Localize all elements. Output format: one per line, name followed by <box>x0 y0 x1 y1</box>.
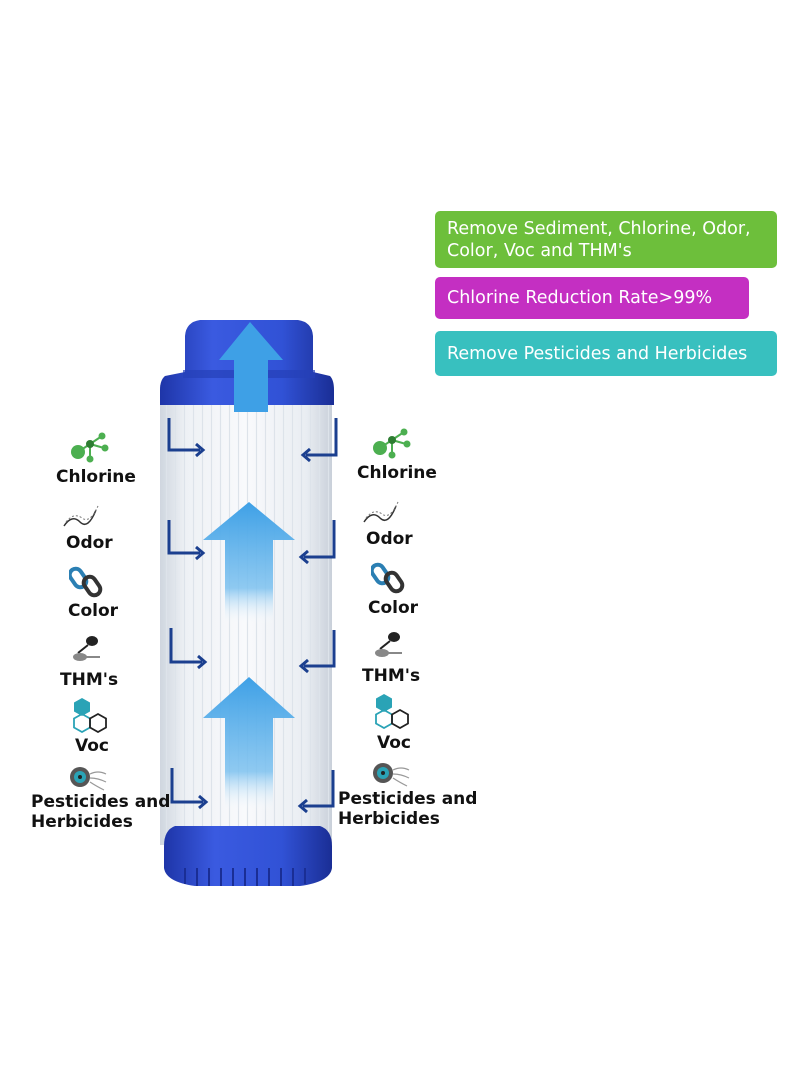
thms-droplet-icon <box>73 636 100 661</box>
badge-remove-sediment: Remove Sediment, Chlorine, Odor, Color, … <box>435 211 777 268</box>
odor-smoke-icon <box>363 501 399 523</box>
label-color-right: Color <box>368 598 419 618</box>
label-chlorine-right: Chlorine <box>357 463 437 483</box>
flow-arrow-top <box>219 322 283 412</box>
pesticide-bug-icon <box>373 763 410 787</box>
color-chain-icon <box>69 566 103 598</box>
label-pesticides-right-1: Pesticides and <box>338 789 478 809</box>
label-pesticides-right-2: Herbicides <box>338 809 440 829</box>
bottom-cap <box>164 826 332 886</box>
label-voc-right: Voc <box>377 733 411 753</box>
badge-remove-pesticides: Remove Pesticides and Herbicides <box>435 331 777 376</box>
flow-arrow-bottom <box>203 677 295 812</box>
label-voc-left: Voc <box>75 736 109 756</box>
thms-droplet-icon <box>375 632 402 657</box>
label-pesticides-left-2: Herbicides <box>31 812 133 832</box>
pesticide-bug-icon <box>70 767 107 791</box>
label-thms-left: THM's <box>60 670 119 690</box>
odor-smoke-icon <box>63 505 99 527</box>
label-odor-left: Odor <box>66 533 113 553</box>
bottom-cap-ridges <box>184 868 306 886</box>
inflow-arrows-right <box>297 418 338 814</box>
flow-arrow-middle <box>203 502 295 625</box>
chlorine-molecule-icon <box>373 428 411 459</box>
label-color-left: Color <box>68 601 119 621</box>
voc-hexagon-icon <box>375 694 409 729</box>
label-chlorine-left: Chlorine <box>56 467 136 487</box>
label-odor-right: Odor <box>366 529 413 549</box>
label-pesticides-left-1: Pesticides and <box>31 792 171 812</box>
color-chain-icon <box>371 562 405 594</box>
label-thms-right: THM's <box>362 666 421 686</box>
badge-chlorine-reduction: Chlorine Reduction Rate>99% <box>435 277 749 319</box>
chlorine-molecule-icon <box>71 432 109 463</box>
inflow-arrows-left <box>167 418 209 810</box>
voc-hexagon-icon <box>73 698 107 733</box>
